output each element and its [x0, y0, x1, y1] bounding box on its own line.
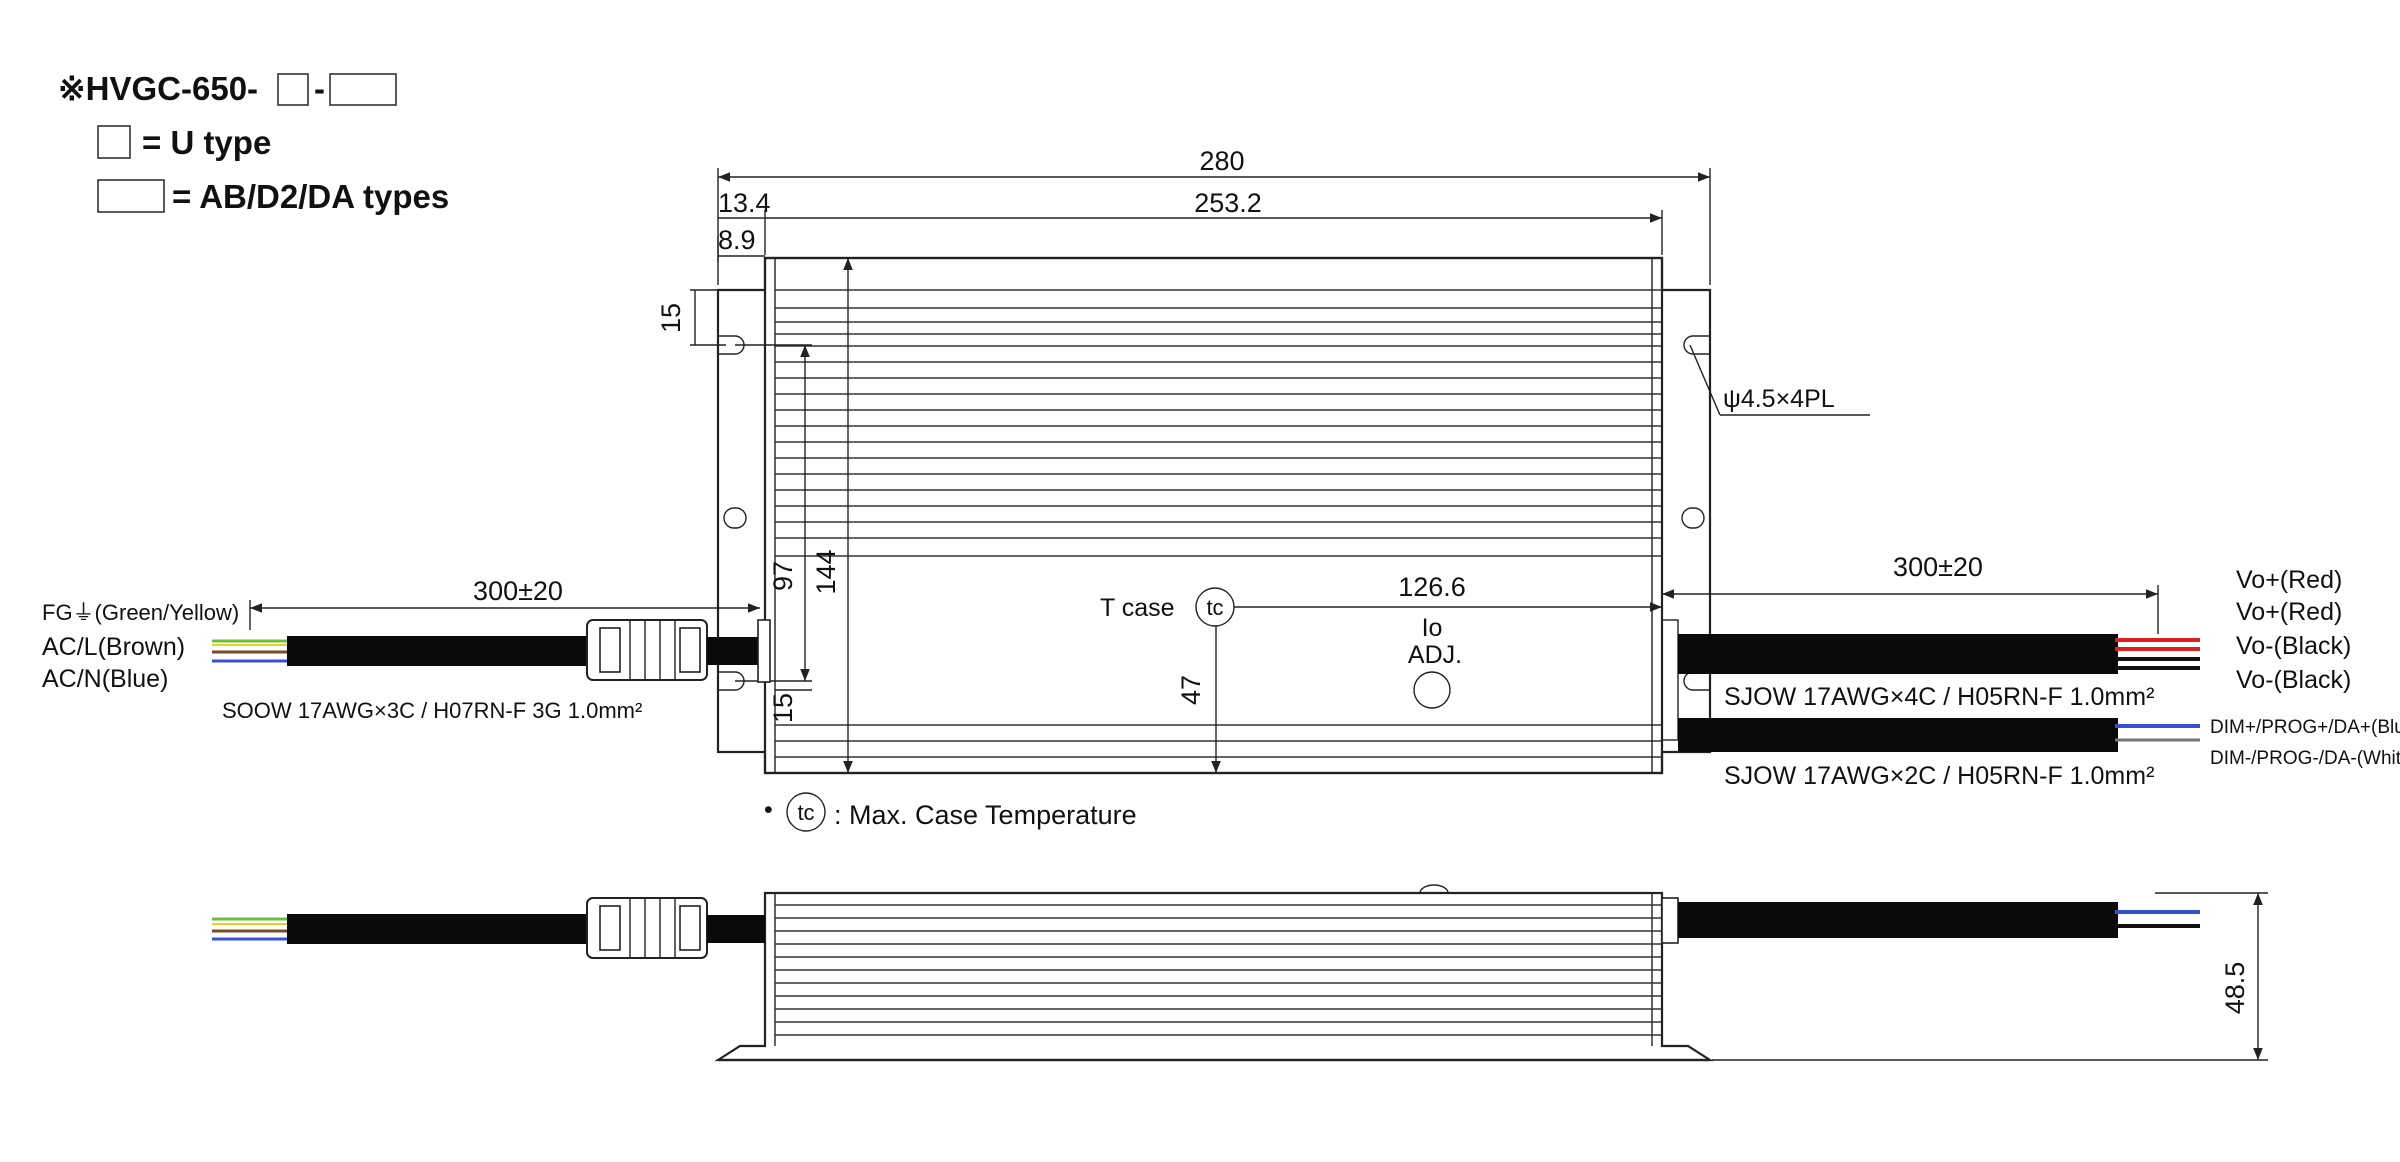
vo4-label: Vo-(Black)	[2236, 666, 2351, 694]
tc-text: tc	[1206, 595, 1223, 620]
dim-mount-pitch: 97	[768, 561, 798, 591]
dimension-lines: 280 253.2 13.4 8.9 15 97 144 15 126.6 47	[656, 146, 1870, 773]
u-type-box	[97, 125, 131, 159]
output-cable-jacket	[1678, 634, 2118, 674]
model-legend: ※HVGC-650- - = U type = AB/D2/DA types	[58, 70, 449, 215]
hole-spec: ψ4.5×4PL	[1723, 385, 1835, 413]
io-label: Io	[1422, 614, 1443, 642]
dim-total-length: 280	[1199, 146, 1244, 176]
dim-cable-right: 300±20	[1893, 552, 1983, 582]
vo3-label: Vo-(Black)	[2236, 632, 2351, 660]
io-adj-knob	[1413, 671, 1451, 709]
side-fins	[775, 904, 1662, 1036]
dim-offset-inner: 8.9	[718, 225, 756, 255]
dim-width: 144	[811, 549, 841, 594]
dim-cable-left: 300±20	[473, 576, 563, 606]
acl-label: AC/L(Brown)	[42, 633, 185, 661]
side-mounting-plate	[714, 891, 1714, 1062]
vo2-label: Vo+(Red)	[2236, 598, 2342, 626]
tcase-label: T case	[1100, 594, 1175, 622]
mounting-slots	[718, 335, 1710, 691]
u-type-label: = U type	[142, 124, 271, 161]
dim-offset-outer: 13.4	[718, 188, 771, 218]
dim-cable-spec: SJOW 17AWG×2C / H05RN-F 1.0mm²	[1724, 762, 2154, 790]
side-view: 48.5	[212, 884, 2268, 1062]
input-cable-spec: SOOW 17AWG×3C / H07RN-F 3G 1.0mm²	[222, 698, 642, 723]
output-cable-spec: SJOW 17AWG×4C / H05RN-F 1.0mm²	[1724, 683, 2154, 711]
input-connector	[586, 619, 708, 681]
acn-label: AC/N(Blue)	[42, 665, 168, 693]
model-title: ※HVGC-650-	[58, 70, 258, 107]
note-bullet: •	[764, 796, 773, 824]
side-input-connector	[586, 897, 708, 959]
model-separator: -	[314, 70, 325, 107]
note-tc-symbol: tc	[797, 800, 814, 825]
note-text: : Max. Case Temperature	[834, 800, 1137, 830]
tc-note: • tc : Max. Case Temperature	[764, 792, 1137, 832]
dim-cable-jacket	[1678, 718, 2118, 752]
dim-body-length: 253.2	[1194, 188, 1262, 218]
dim-tcase-offset: 126.6	[1398, 572, 1466, 602]
dim-plus-label: DIM+/PROG+/DA+(Blue)	[2210, 717, 2400, 738]
vo1-label: Vo+(Red)	[2236, 566, 2342, 594]
dim-slot-bottom: 15	[768, 693, 798, 723]
output-cables: 300±20 SJOW 17AWG×4C / H05RN-F 1.0mm² SJ…	[1662, 552, 2400, 790]
input-cable-jacket	[287, 636, 587, 666]
dim-slot-top: 15	[656, 303, 686, 333]
fg-label: FG⏚(Green/Yellow)	[42, 600, 239, 625]
housing-top	[763, 256, 1664, 775]
dim-side-height: 48.5	[2220, 962, 2250, 1015]
model-box-small	[277, 73, 309, 106]
mounting-plate	[716, 256, 1712, 775]
top-view: Io ADJ. T case tc	[716, 256, 1712, 775]
model-box-large	[329, 73, 397, 106]
input-cable: 300±20 FG⏚(Green/Yellow) AC/L(Brown) AC/…	[42, 576, 771, 723]
adj-label: ADJ.	[1408, 641, 1462, 669]
cooling-fins	[775, 289, 1662, 758]
dim-minus-label: DIM-/PROG-/DA-(White)	[2210, 748, 2400, 769]
ab-types-box	[97, 179, 165, 213]
ab-types-label: = AB/D2/DA types	[172, 178, 449, 215]
dim-tcase-height: 47	[1176, 675, 1206, 705]
